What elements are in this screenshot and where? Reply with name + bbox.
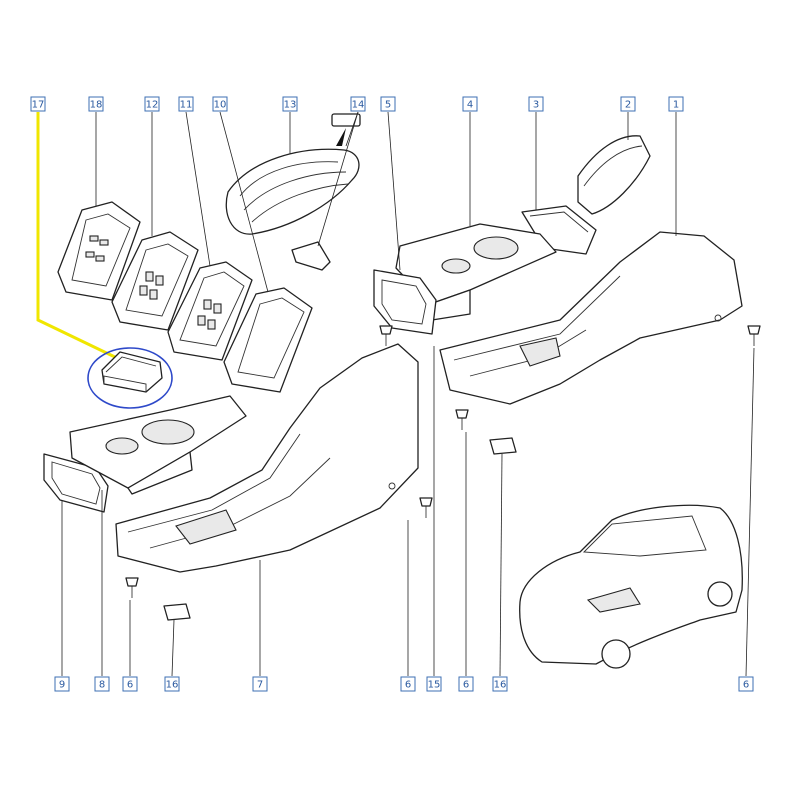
- callout-box: [462, 96, 478, 112]
- part-7-front-console[interactable]: [115, 343, 419, 573]
- callout-box: [122, 676, 138, 692]
- callout-number: 15: [428, 680, 441, 691]
- part-18-side-panel[interactable]: [57, 201, 141, 301]
- callout-number: 13: [284, 100, 297, 111]
- callout-16[interactable]: 16: [164, 676, 180, 692]
- callout-number: 12: [146, 100, 159, 111]
- part-14-clip[interactable]: [291, 113, 361, 271]
- callout-number: 11: [180, 100, 193, 111]
- callout-box: [528, 96, 544, 112]
- callout-box: [282, 96, 298, 112]
- callout-9[interactable]: 9: [54, 676, 70, 692]
- callout-6[interactable]: 6: [400, 676, 416, 692]
- callout-1[interactable]: 1: [668, 96, 684, 112]
- callout-box: [458, 676, 474, 692]
- callout-6[interactable]: 6: [122, 676, 138, 692]
- callout-5[interactable]: 5: [380, 96, 396, 112]
- callout-box: [252, 676, 268, 692]
- callout-box: [178, 96, 194, 112]
- callout-number: 3: [533, 100, 539, 111]
- vehicle-illustration: [519, 504, 743, 669]
- callout-box: [668, 96, 684, 112]
- callout-number: 1: [673, 100, 679, 111]
- callout-2[interactable]: 2: [620, 96, 636, 112]
- callout-number: 8: [99, 680, 105, 691]
- callout-14[interactable]: 14: [350, 96, 366, 112]
- callout-number: 18: [90, 100, 103, 111]
- part-11-switch-panel[interactable]: [167, 261, 253, 361]
- fastener-6-a[interactable]: [125, 577, 139, 598]
- fastener-6-c[interactable]: [455, 409, 469, 430]
- highlight-leader-line: [36, 112, 118, 360]
- fastener-6-b[interactable]: [419, 497, 433, 518]
- callout-13[interactable]: 13: [282, 96, 298, 112]
- fastener-6-d[interactable]: [747, 325, 761, 346]
- callout-number: 17: [32, 100, 45, 111]
- callout-18[interactable]: 18: [88, 96, 104, 112]
- callout-box: [620, 96, 636, 112]
- callout-number: 6: [463, 680, 469, 691]
- part-5-bezel[interactable]: [373, 269, 437, 335]
- leader-lines: [61, 111, 755, 677]
- callout-10[interactable]: 10: [212, 96, 228, 112]
- callout-box: [738, 676, 754, 692]
- callout-box: [164, 676, 180, 692]
- callout-7[interactable]: 7: [252, 676, 268, 692]
- part-13-armrest-mat[interactable]: [225, 148, 360, 235]
- callout-number: 2: [625, 100, 631, 111]
- callout-3[interactable]: 3: [528, 96, 544, 112]
- callout-16[interactable]: 16: [492, 676, 508, 692]
- fastener-15[interactable]: [379, 325, 393, 346]
- callout-8[interactable]: 8: [94, 676, 110, 692]
- callout-number: 6: [743, 680, 749, 691]
- callout-box: [212, 96, 228, 112]
- part-1-rear-console[interactable]: [439, 231, 743, 405]
- callout-number: 5: [385, 100, 391, 111]
- callout-box: [400, 676, 416, 692]
- part-17-cover-lid[interactable]: [101, 351, 163, 393]
- part-12-switch-panel[interactable]: [111, 231, 199, 331]
- callout-box: [54, 676, 70, 692]
- callout-number: 7: [257, 680, 263, 691]
- callout-number: 16: [494, 680, 507, 691]
- callout-12[interactable]: 12: [144, 96, 160, 112]
- part-2-armrest-cover[interactable]: [577, 135, 651, 215]
- callout-box: [350, 96, 366, 112]
- selection-circle: [87, 347, 173, 409]
- callout-11[interactable]: 11: [178, 96, 194, 112]
- callout-box: [380, 96, 396, 112]
- callout-number: 4: [467, 100, 473, 111]
- callout-number: 6: [127, 680, 133, 691]
- callout-box: [426, 676, 442, 692]
- part-4-cupholder-tray[interactable]: [395, 223, 557, 321]
- callout-box: [88, 96, 104, 112]
- callout-labels: 17 18 12 11 10 13 14 5 4 3 2 1 9 8 6 16 7 6 15 6 16 6: [30, 96, 754, 692]
- callout-4[interactable]: 4: [462, 96, 478, 112]
- callout-17[interactable]: 17: [30, 96, 46, 112]
- callout-number: 10: [214, 100, 227, 111]
- part-10-blank-panel[interactable]: [223, 287, 313, 393]
- callout-number: 14: [352, 100, 365, 111]
- callout-6[interactable]: 6: [458, 676, 474, 692]
- callout-number: 16: [166, 680, 179, 691]
- callout-box: [30, 96, 46, 112]
- callout-box: [492, 676, 508, 692]
- part-8-front-tray[interactable]: [69, 395, 247, 495]
- callout-box: [144, 96, 160, 112]
- callout-15[interactable]: 15: [426, 676, 442, 692]
- callout-box: [94, 676, 110, 692]
- clip-16-b[interactable]: [489, 437, 517, 455]
- callout-6[interactable]: 6: [738, 676, 754, 692]
- callout-number: 9: [59, 680, 65, 691]
- callout-number: 6: [405, 680, 411, 691]
- clip-16-a[interactable]: [163, 603, 191, 621]
